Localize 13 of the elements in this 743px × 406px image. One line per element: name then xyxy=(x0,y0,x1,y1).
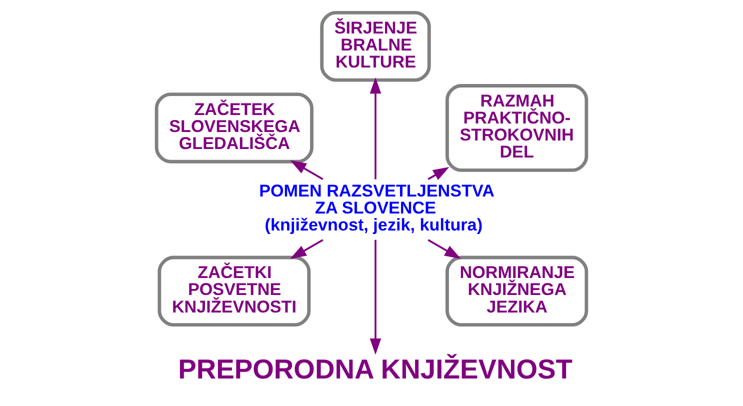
arrow xyxy=(370,77,382,180)
arrow xyxy=(428,166,450,180)
arrow xyxy=(428,239,461,259)
node-text: PREPORODNA KNJIŽEVNOST xyxy=(178,354,573,385)
arrow xyxy=(290,160,324,180)
node-box: RAZMAH PRAKTIČNO- STROKOVNIH DEL xyxy=(446,84,588,172)
node-box: ŠIRJENJE BRALNE KULTURE xyxy=(320,10,431,82)
node-text: POMEN RAZSVETLJENSTVA ZA SLOVENCE (književnost, jezik, kultura) xyxy=(259,181,495,235)
node-box: NORMIRANJE KNJIŽNEGA JEZIKA xyxy=(446,256,588,327)
node-box: ZAČETEK SLOVENSKEGA GLEDALIŠČA xyxy=(154,92,314,164)
node-box: ZAČETKI POSVETNE KNJIŽEVNOSTI xyxy=(158,256,311,327)
arrow xyxy=(290,239,324,259)
arrow xyxy=(370,240,382,355)
